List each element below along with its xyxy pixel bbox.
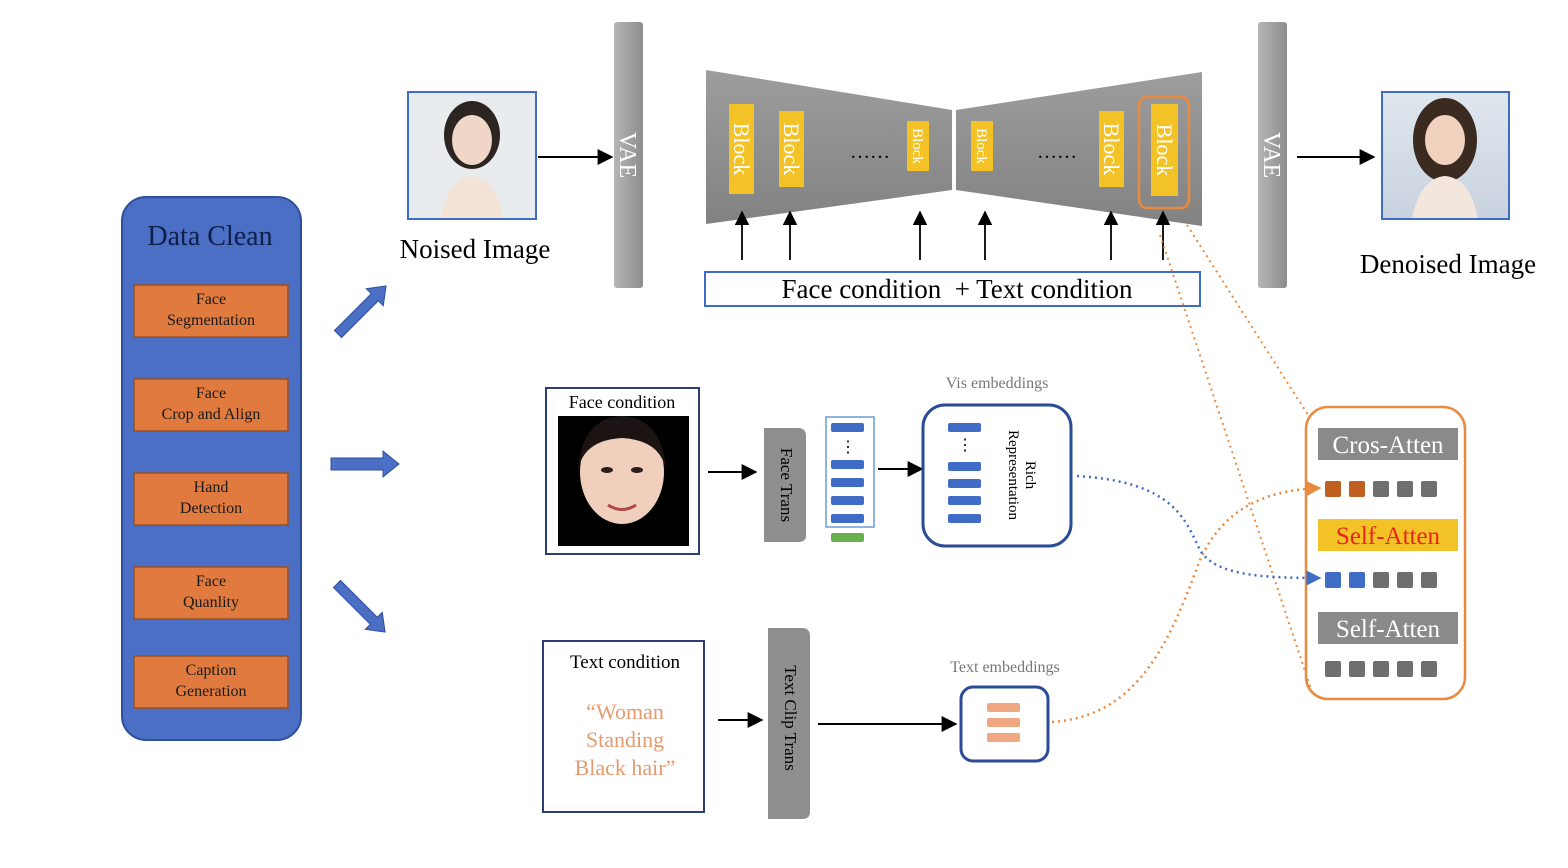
- unet-block: Block: [779, 111, 804, 187]
- vae-encoder: VAE: [614, 22, 643, 288]
- unet-backbone: [706, 70, 1202, 226]
- dotted-orange-text-link: [1051, 481, 1322, 724]
- attention-token: [1325, 572, 1341, 588]
- data-clean-step-label: Caption: [186, 662, 237, 679]
- unet-block: Block: [1151, 104, 1178, 196]
- svg-text:⋮: ⋮: [840, 439, 856, 456]
- self-attention-label-1: Self-Atten: [1336, 523, 1441, 550]
- unet-block: Block: [1099, 111, 1124, 187]
- dots-left: ……: [850, 141, 890, 163]
- attention-token: [1349, 572, 1365, 588]
- rich-label-line1: Rich: [1022, 461, 1038, 490]
- face-trans-label: Face Trans: [777, 448, 796, 522]
- unet-block-label: Block: [1099, 123, 1124, 176]
- unet-block-label: Block: [779, 123, 804, 176]
- self-attention-label-2: Self-Atten: [1336, 616, 1441, 643]
- attention-token: [1373, 572, 1389, 588]
- unet-block-label: Block: [909, 128, 925, 164]
- text-clip-label: Text Clip Trans: [781, 665, 800, 771]
- text-condition-box: Text condition “Woman Standing Black hai…: [542, 640, 705, 813]
- face-token-stack: ⋮: [825, 416, 875, 542]
- attention-token: [1325, 661, 1341, 677]
- data-clean-step-label: Face: [196, 573, 226, 590]
- attention-token: [1349, 481, 1365, 497]
- data-clean-step-label: Face: [196, 385, 226, 402]
- connectors: [1051, 224, 1322, 724]
- attention-token: [1397, 572, 1413, 588]
- flow-arrows: [330, 285, 400, 633]
- svg-text:VAE: VAE: [614, 132, 640, 178]
- text-condition-title: Text condition: [570, 652, 681, 673]
- dotted-orange-link-1: [1186, 224, 1311, 419]
- condition-arrows: [734, 210, 1171, 260]
- rich-label-line2: Representation: [1005, 430, 1021, 520]
- data-clean-step-label: Detection: [180, 500, 242, 517]
- prompt-line-2: Standing: [586, 727, 664, 752]
- svg-text:⋮: ⋮: [957, 437, 973, 454]
- attention-token: [1421, 661, 1437, 677]
- dotted-orange-link-2: [1159, 234, 1313, 693]
- text-embeddings-label: Text embeddings: [950, 659, 1060, 676]
- text-clip-encoder: Text Clip Trans: [768, 628, 810, 819]
- unet-block: Block: [907, 121, 929, 171]
- arrow-down-right: [332, 579, 386, 633]
- attention-token: [1397, 481, 1413, 497]
- dots-right: ……: [1037, 141, 1077, 163]
- attention-token: [1349, 661, 1365, 677]
- denoised-image-label: Denoised Image: [1360, 249, 1536, 279]
- vae-decoder: VAE: [1258, 22, 1287, 288]
- unet-block-label: Block: [1152, 124, 1177, 177]
- attention-token: [1421, 572, 1437, 588]
- prompt-line-3: Black hair”: [575, 755, 676, 780]
- data-clean-title: Data Clean: [147, 221, 272, 252]
- arrow-right: [330, 449, 400, 479]
- unet-block: Block: [971, 121, 993, 171]
- denoised-image: [1381, 91, 1510, 220]
- cross-attention-label: Cros-Atten: [1332, 432, 1444, 459]
- attention-token-row: [1325, 481, 1437, 497]
- unet-block: Block: [729, 104, 754, 194]
- face-condition-title: Face condition: [569, 392, 675, 412]
- data-clean-step-label: Segmentation: [167, 312, 255, 329]
- noised-image-label: Noised Image: [400, 234, 551, 264]
- attention-token: [1325, 481, 1341, 497]
- data-clean-step-label: Quanlity: [183, 594, 239, 611]
- attention-panel: Cros-Atten Self-Atten Self-Atten: [1304, 405, 1467, 701]
- data-clean-step-label: Crop and Align: [162, 406, 261, 423]
- data-clean-step-label: Generation: [175, 683, 246, 700]
- dotted-blue-link: [1076, 474, 1322, 586]
- arrow-up-right: [333, 285, 387, 339]
- attention-token: [1397, 661, 1413, 677]
- attention-token: [1373, 481, 1389, 497]
- condition-bar: [704, 271, 1201, 307]
- svg-text:VAE: VAE: [1258, 132, 1284, 178]
- unet-block-label: Block: [729, 123, 754, 176]
- text-embeddings-box: [959, 685, 1050, 763]
- vis-embeddings-label: Vis embeddings: [946, 375, 1049, 392]
- data-clean-step-label: Hand: [194, 479, 229, 496]
- face-condition-box: Face condition: [545, 387, 700, 555]
- condition-bar-label: Face condition + Text condition: [781, 274, 1133, 304]
- attention-token: [1421, 481, 1437, 497]
- attention-token-row: [1325, 661, 1437, 677]
- unet-blocks: Block Block Block Block Block Block: [729, 104, 1178, 196]
- face-trans-encoder: Face Trans: [764, 428, 806, 542]
- noised-image: [407, 91, 537, 220]
- unet-block-label: Block: [973, 128, 989, 164]
- attention-token-row: [1325, 572, 1437, 588]
- vis-embeddings-box: ⋮ Rich Representation: [921, 403, 1073, 548]
- data-clean-step-label: Face: [196, 291, 226, 308]
- highlighted-block-frame: [1137, 95, 1191, 210]
- attention-token: [1373, 661, 1389, 677]
- prompt-line-1: “Woman: [586, 699, 664, 724]
